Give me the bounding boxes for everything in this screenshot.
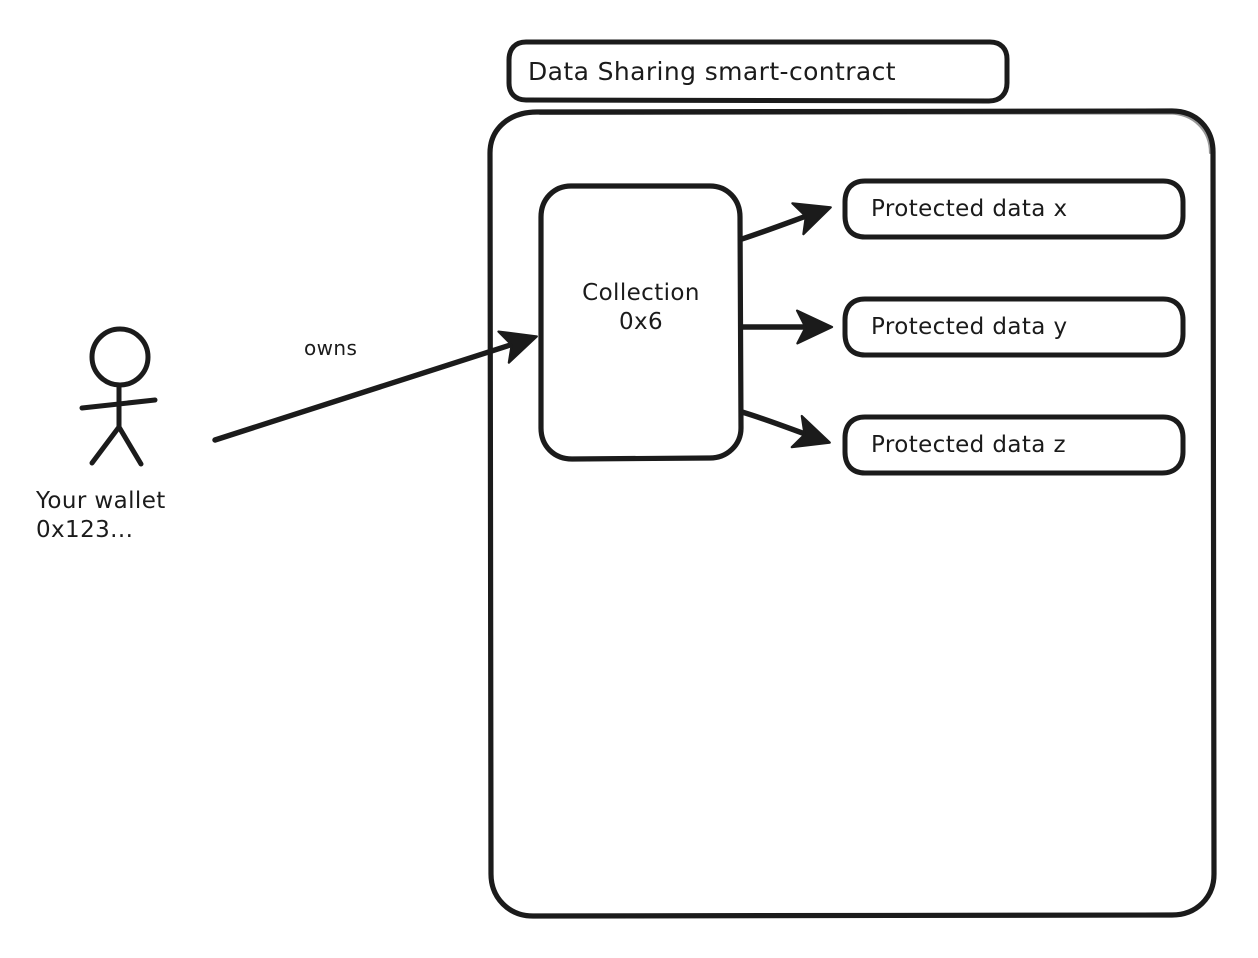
edge-wallet-owns-collection	[212, 330, 538, 443]
edge-collection-to-data-x	[739, 202, 832, 242]
stick-figure-icon	[79, 326, 158, 467]
protected-data-label-z: Protected data z	[871, 432, 1066, 458]
collection-box[interactable]	[538, 183, 744, 462]
contract-title-box	[506, 39, 1010, 104]
protected-data-box-z[interactable]	[842, 414, 1186, 476]
edge-collection-to-data-z	[739, 409, 831, 449]
protected-data-box-y[interactable]	[842, 296, 1186, 358]
edge-label-owns: owns	[304, 336, 358, 360]
contract-title: Data Sharing smart-contract	[528, 57, 896, 86]
wallet-label-line2: 0x123...	[36, 516, 134, 543]
collection-label-line1: Collection	[582, 280, 700, 306]
protected-data-label-y: Protected data y	[871, 314, 1068, 340]
collection-label-line2: 0x6	[618, 308, 664, 335]
protected-data-box-x[interactable]	[842, 178, 1186, 240]
wallet-label-line1: Your wallet	[36, 488, 166, 514]
protected-data-label-x: Protected data x	[871, 196, 1068, 222]
